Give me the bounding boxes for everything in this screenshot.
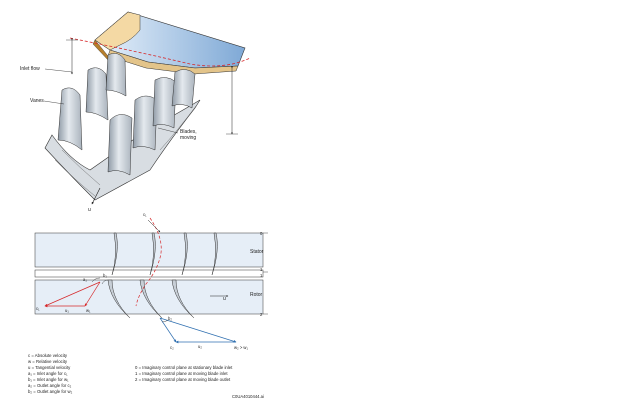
label-blades-line1: Blades, bbox=[180, 129, 197, 135]
label-rotor: Rotor bbox=[250, 292, 263, 298]
legend-left-5: a₂ = Outlet angle for c₂ bbox=[28, 383, 72, 388]
legend-left-0: c = Absolute velocity bbox=[28, 353, 68, 358]
rotor-blade-2 bbox=[139, 279, 163, 319]
label-plane-1b: 1 bbox=[260, 273, 263, 278]
label-u-rotor: u bbox=[223, 296, 226, 302]
legend: c = Absolute velocity w = Relative veloc… bbox=[28, 353, 233, 394]
vane-2 bbox=[85, 67, 109, 121]
label-blades-line2: moving bbox=[180, 135, 196, 141]
turbine-3d-view: Inlet flow Vanes Blades, moving u bbox=[20, 11, 251, 213]
stator-band bbox=[34, 232, 264, 268]
legend-left-1: w = Relative velocity bbox=[28, 359, 68, 364]
legend-right-0: 0 = Imaginary control plane at stationar… bbox=[135, 365, 233, 370]
legend-left-3: a₁ = Inlet angle for c₁ bbox=[28, 371, 68, 376]
cascade-2d-view: c₁ Stator Rotor u 0 1 1 2 a₁ b₁ b₂ c₁ u₁… bbox=[34, 212, 268, 350]
flow-streamline bbox=[135, 217, 162, 307]
label-u1: u₁ bbox=[65, 308, 69, 313]
label-stator: Stator bbox=[250, 249, 264, 255]
stator-vane-2 bbox=[149, 232, 156, 276]
blade-4 bbox=[171, 69, 196, 109]
label-vanes: Vanes bbox=[30, 98, 44, 104]
label-c1-top: c₁ bbox=[143, 212, 147, 217]
rotor-blade-1 bbox=[107, 279, 131, 319]
blade-1 bbox=[107, 114, 133, 176]
label-w1: w₁ bbox=[86, 308, 91, 313]
blade-3 bbox=[152, 77, 177, 129]
legend-right-1: 1 = Imaginary control plane at moving bl… bbox=[135, 371, 228, 376]
stator-vane-4 bbox=[211, 232, 218, 276]
rotor-blade-3 bbox=[171, 279, 195, 319]
legend-left-4: b₁ = Inlet angle for w₁ bbox=[28, 377, 69, 382]
label-plane-1a: 1 bbox=[260, 267, 263, 272]
label-b1: b₁ bbox=[103, 273, 107, 278]
rotor-band bbox=[34, 279, 264, 315]
label-u-top: u bbox=[88, 207, 91, 213]
blade-2 bbox=[132, 95, 158, 151]
label-b2: b₂ bbox=[168, 316, 172, 321]
label-plane-0: 0 bbox=[260, 231, 263, 236]
label-inlet-flow: Inlet flow bbox=[20, 66, 40, 72]
stator-vane-3 bbox=[181, 232, 188, 276]
vane-3 bbox=[105, 53, 127, 97]
legend-left-2: u = Tangential velocity bbox=[28, 365, 71, 370]
vane-1 bbox=[57, 87, 83, 151]
label-u2: u₂ bbox=[198, 344, 202, 349]
mean-flow-line bbox=[69, 37, 251, 67]
label-c2: c₂ bbox=[170, 345, 174, 350]
legend-right-2: 2 = Imaginary control plane at moving bl… bbox=[135, 377, 231, 382]
legend-left-6: b₂ = Outlet angle for w₂ bbox=[28, 389, 73, 394]
credit-code: C0UA4010444.ai bbox=[232, 394, 264, 399]
label-w2-gt-w1: w₂ > w₁ bbox=[234, 345, 248, 350]
stator-vane-1 bbox=[111, 232, 118, 276]
label-a1: a₁ bbox=[83, 277, 87, 282]
label-c1-tri: c₁ bbox=[36, 306, 40, 311]
label-plane-2: 2 bbox=[260, 312, 263, 317]
